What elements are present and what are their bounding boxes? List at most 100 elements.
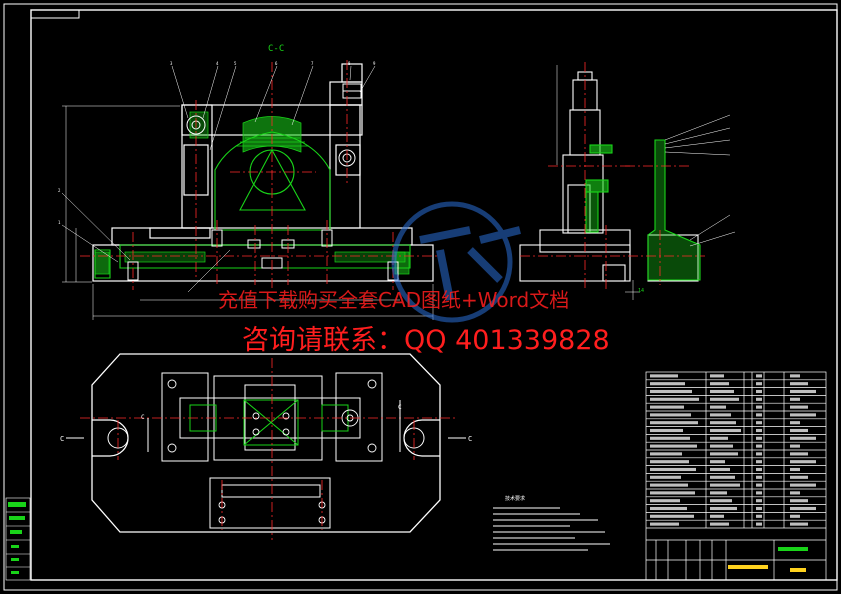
parts-row-text bbox=[756, 452, 762, 456]
svg-text:14: 14 bbox=[638, 288, 644, 294]
front-view: C-C bbox=[58, 44, 440, 320]
cut-mark-top-left: C bbox=[141, 414, 145, 421]
parts-row-text bbox=[790, 522, 808, 526]
parts-row-text bbox=[710, 506, 737, 511]
parts-row-text bbox=[756, 499, 762, 503]
parts-row-text bbox=[790, 405, 808, 409]
parts-row-text bbox=[710, 522, 729, 526]
parts-row-text bbox=[756, 405, 762, 409]
parts-row-text bbox=[710, 413, 731, 417]
parts-row-text bbox=[756, 506, 762, 511]
parts-row-text bbox=[790, 428, 808, 433]
parts-row-text bbox=[650, 436, 690, 440]
parts-row-text bbox=[756, 460, 762, 464]
parts-row-text bbox=[650, 483, 688, 487]
parts-row-text bbox=[756, 491, 762, 495]
parts-row-text bbox=[710, 444, 733, 448]
parts-row-text bbox=[790, 421, 800, 425]
parts-row-text bbox=[710, 467, 730, 472]
parts-row-text bbox=[650, 444, 697, 448]
section-label: C-C bbox=[268, 44, 284, 54]
logo-icon bbox=[391, 201, 521, 323]
svg-text:7: 7 bbox=[311, 61, 314, 66]
cut-mark-left: C bbox=[60, 435, 64, 443]
parts-row-text bbox=[790, 374, 800, 378]
title-block-text bbox=[790, 568, 806, 572]
parts-row-text bbox=[710, 421, 736, 425]
parts-row-text bbox=[710, 389, 734, 394]
parts-row-text bbox=[650, 421, 698, 425]
parts-row-text bbox=[710, 405, 726, 409]
parts-row-text bbox=[756, 389, 762, 394]
parts-row-text bbox=[756, 444, 762, 448]
parts-row-text bbox=[756, 467, 762, 472]
parts-row-text bbox=[650, 397, 699, 401]
parts-row-text bbox=[710, 436, 728, 440]
svg-text:5: 5 bbox=[234, 61, 237, 66]
parts-list bbox=[645, 371, 827, 581]
parts-row-text bbox=[756, 374, 762, 378]
left-margin-blocks bbox=[5, 497, 31, 581]
parts-row-text bbox=[710, 491, 727, 495]
parts-row-text bbox=[650, 413, 691, 417]
parts-row-text bbox=[650, 374, 678, 378]
parts-row-text bbox=[650, 499, 680, 503]
parts-row-text bbox=[756, 436, 762, 440]
parts-row-text bbox=[650, 491, 695, 495]
svg-text:3: 3 bbox=[170, 61, 173, 66]
cut-mark-right: C bbox=[468, 435, 472, 443]
parts-row-text bbox=[710, 514, 724, 518]
parts-row-text bbox=[650, 467, 696, 472]
svg-text:1: 1 bbox=[58, 220, 61, 225]
parts-row-text bbox=[790, 444, 800, 448]
parts-row-text bbox=[790, 436, 816, 440]
parts-row-text bbox=[710, 382, 729, 386]
technical-notes: 技术要求 bbox=[493, 495, 610, 551]
sheet-border bbox=[3, 3, 838, 591]
plan-view: C C C C bbox=[60, 353, 472, 540]
parts-row-text bbox=[756, 522, 762, 526]
side-view: 14 bbox=[519, 62, 736, 300]
notes-heading: 技术要求 bbox=[505, 495, 525, 502]
parts-row-text bbox=[710, 483, 740, 487]
parts-row-text bbox=[650, 514, 694, 518]
parts-row-text bbox=[790, 491, 800, 495]
parts-row-text bbox=[650, 522, 679, 526]
parts-row-text bbox=[710, 374, 724, 378]
parts-row-text bbox=[756, 413, 762, 417]
parts-row-text bbox=[756, 483, 762, 487]
parts-row-text bbox=[710, 499, 732, 503]
parts-row-text bbox=[756, 514, 762, 518]
parts-row-text bbox=[790, 514, 800, 518]
parts-row-text bbox=[790, 475, 808, 479]
parts-row-text bbox=[756, 475, 762, 479]
parts-row-text bbox=[790, 389, 816, 394]
parts-row-text bbox=[710, 428, 741, 433]
parts-row-text bbox=[790, 499, 808, 503]
cut-mark-top-right: C bbox=[398, 404, 402, 411]
parts-row-text bbox=[650, 405, 684, 409]
parts-row-text bbox=[650, 389, 692, 394]
parts-row-text bbox=[710, 452, 738, 456]
parts-row-text bbox=[790, 467, 800, 472]
parts-row-text bbox=[650, 460, 689, 464]
parts-row-text bbox=[790, 452, 808, 456]
parts-row-text bbox=[710, 475, 735, 479]
parts-row-text bbox=[790, 397, 800, 401]
parts-row-text bbox=[650, 428, 683, 433]
parts-row-text bbox=[650, 506, 687, 511]
parts-row-text bbox=[650, 475, 681, 479]
parts-list-fills bbox=[650, 374, 816, 572]
parts-row-text bbox=[790, 483, 816, 487]
svg-text:8: 8 bbox=[348, 61, 351, 66]
parts-row-text bbox=[756, 382, 762, 386]
svg-text:6: 6 bbox=[275, 61, 278, 66]
parts-row-text bbox=[790, 506, 816, 511]
parts-row-text bbox=[710, 460, 725, 464]
svg-text:9: 9 bbox=[373, 61, 376, 66]
parts-row-text bbox=[756, 397, 762, 401]
parts-row-text bbox=[756, 428, 762, 433]
parts-row-text bbox=[790, 382, 808, 386]
parts-row-text bbox=[710, 397, 739, 401]
title-block-text bbox=[778, 547, 808, 551]
